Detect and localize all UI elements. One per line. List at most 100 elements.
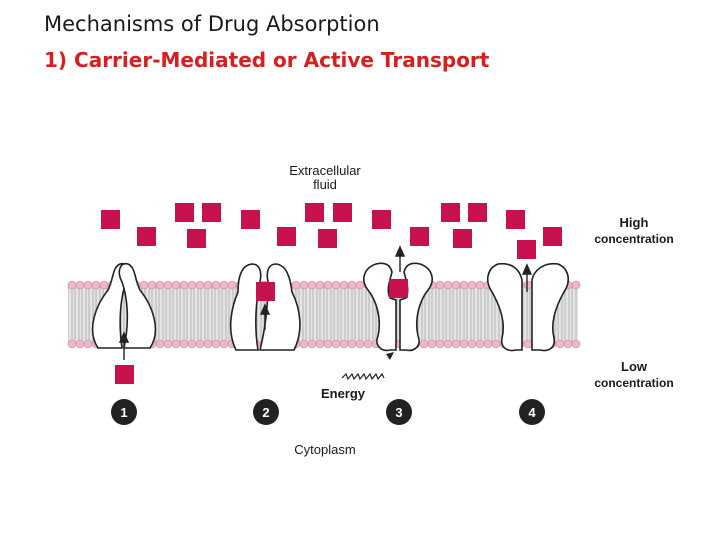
lipid-head — [451, 339, 461, 349]
drug-molecule — [410, 227, 429, 246]
lipid-head — [67, 280, 77, 290]
lipid-head — [211, 280, 221, 290]
extracellular-label-line1: Extracellular — [289, 163, 361, 178]
lipid-head — [155, 280, 165, 290]
lipid-head — [323, 280, 333, 290]
lipid-head — [203, 280, 213, 290]
lipid-head — [339, 339, 349, 349]
lipid-head — [563, 339, 573, 349]
lipid-head — [307, 280, 317, 290]
lipid-head — [315, 280, 325, 290]
step-3-label: 3 — [395, 405, 402, 420]
high-concentration-label-line2: concentration — [594, 232, 673, 246]
lipid-head — [171, 280, 181, 290]
drug-molecule — [241, 210, 260, 229]
lipid-head — [75, 339, 85, 349]
lipid-head — [355, 280, 365, 290]
low-concentration-label-line1: Low — [621, 359, 648, 374]
drug-molecule — [333, 203, 352, 222]
drug-molecule — [305, 203, 324, 222]
step-markers: 1 2 3 4 — [111, 399, 545, 425]
drug-molecule — [468, 203, 487, 222]
carrier-protein-3 — [363, 262, 433, 352]
drug-molecule — [277, 227, 296, 246]
lipid-head — [467, 280, 477, 290]
step-4-label: 4 — [528, 405, 536, 420]
lipid-head — [571, 280, 581, 290]
energy-squiggle-icon — [341, 372, 385, 381]
lipid-head — [347, 339, 357, 349]
lipid-head — [571, 339, 581, 349]
lipid-head — [443, 280, 453, 290]
drug-molecule-in-carrier-2 — [256, 282, 275, 301]
lipid-head — [291, 280, 301, 290]
carrier-protein-1 — [91, 262, 157, 349]
lipid-head — [459, 339, 469, 349]
drug-molecule — [372, 210, 391, 229]
step-2-circle — [253, 399, 279, 425]
lipid-head — [475, 339, 485, 349]
low-concentration-label-line2: concentration — [594, 376, 673, 390]
drug-molecule — [441, 203, 460, 222]
energy-label: Energy — [321, 386, 366, 401]
lipid-head — [355, 339, 365, 349]
step-1-circle — [111, 399, 137, 425]
lipid-head — [419, 339, 429, 349]
lipid-head — [83, 280, 93, 290]
slide-subtitle: 1) Carrier-Mediated or Active Transport — [44, 48, 490, 72]
lipid-head — [523, 280, 533, 290]
drug-molecule — [318, 229, 337, 248]
slide-title: Mechanisms of Drug Absorption — [44, 12, 380, 36]
carrier-protein-4 — [486, 262, 570, 352]
extracellular-label-line2: fluid — [313, 177, 337, 192]
lipid-head — [139, 280, 149, 290]
drug-molecule-in-carrier-3 — [389, 279, 408, 298]
drug-molecule — [187, 229, 206, 248]
step-1-label: 1 — [120, 405, 127, 420]
lipid-head — [435, 339, 445, 349]
lipid-head — [99, 280, 109, 290]
lipid-head — [91, 280, 101, 290]
step-2-label: 2 — [262, 405, 269, 420]
step-3-circle — [386, 399, 412, 425]
lipid-head — [315, 339, 325, 349]
lipid-head — [523, 339, 533, 349]
lipid-head — [147, 280, 157, 290]
lipid-head — [555, 339, 565, 349]
lipid-head — [491, 339, 501, 349]
lipid-head — [307, 339, 317, 349]
lipid-head — [179, 280, 189, 290]
lipid-head — [67, 339, 77, 349]
high-concentration-label-line1: High — [620, 215, 649, 230]
energy-arrowhead-icon — [386, 352, 394, 360]
lipid-head — [155, 339, 165, 349]
lipid-head — [323, 339, 333, 349]
drug-molecule — [517, 240, 536, 259]
step-4-circle — [519, 399, 545, 425]
lipid-head — [299, 280, 309, 290]
lipid-head — [339, 280, 349, 290]
lipid-head — [187, 280, 197, 290]
drug-molecule — [101, 210, 120, 229]
lipid-head — [363, 339, 373, 349]
lipid-head — [195, 280, 205, 290]
lipid-head — [75, 280, 85, 290]
drug-molecule — [543, 227, 562, 246]
lipid-head — [211, 339, 221, 349]
cytoplasm-label: Cytoplasm — [294, 442, 355, 457]
drug-molecule-cytoplasm — [115, 365, 134, 384]
lipid-head — [227, 280, 237, 290]
drug-molecule — [453, 229, 472, 248]
lipid-head — [467, 339, 477, 349]
transport-arrows — [118, 245, 533, 360]
drug-molecule — [175, 203, 194, 222]
lipid-head — [475, 280, 485, 290]
lipid-head — [483, 339, 493, 349]
lipid-head — [171, 339, 181, 349]
lipid-head — [331, 280, 341, 290]
lipid-head — [83, 339, 93, 349]
lipid-head — [179, 339, 189, 349]
lipid-head — [203, 339, 213, 349]
lipid-head — [187, 339, 197, 349]
lipid-head — [331, 339, 341, 349]
